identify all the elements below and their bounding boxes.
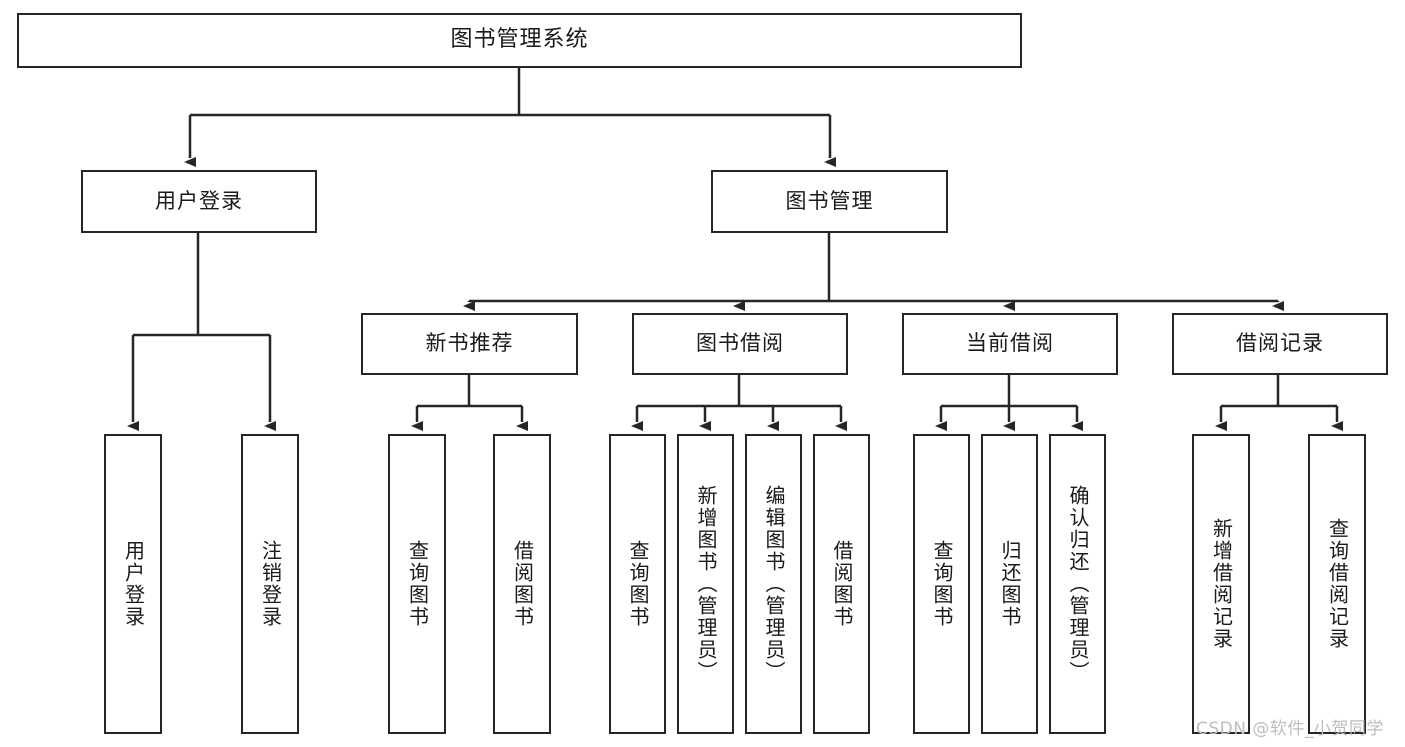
- leaf-logout-login-label: 注销登录: [258, 540, 283, 628]
- leaf-borrow-book-1-label: 借阅图书: [510, 540, 535, 628]
- leaf-confirm-return-label: 确认归还（管理员）: [1066, 485, 1090, 683]
- leaf-return-book-label: 归还图书: [998, 540, 1022, 628]
- leaf-query-book-1-label: 查询图书: [405, 540, 430, 628]
- leaf-query-book-3-label: 查询图书: [930, 540, 954, 628]
- node-book-borrow-label: 图书借阅: [696, 331, 784, 356]
- leaf-add-book[interactable]: 新增图书（管理员）: [677, 434, 734, 734]
- leaf-logout-login[interactable]: 注销登录: [241, 434, 299, 734]
- leaf-confirm-return[interactable]: 确认归还（管理员）: [1049, 434, 1106, 734]
- node-user-login-label: 用户登录: [155, 188, 243, 213]
- node-book-borrow[interactable]: 图书借阅: [632, 313, 848, 375]
- leaf-add-record[interactable]: 新增借阅记录: [1192, 434, 1250, 734]
- node-book-manage[interactable]: 图书管理: [711, 170, 948, 233]
- node-borrow-record-label: 借阅记录: [1236, 331, 1324, 356]
- leaf-query-book-2[interactable]: 查询图书: [609, 434, 666, 734]
- leaf-query-record[interactable]: 查询借阅记录: [1308, 434, 1366, 734]
- leaf-borrow-book-1[interactable]: 借阅图书: [493, 434, 551, 734]
- node-user-login[interactable]: 用户登录: [81, 170, 317, 233]
- node-new-book-recommend-label: 新书推荐: [425, 331, 514, 356]
- leaf-add-record-label: 新增借阅记录: [1209, 518, 1234, 650]
- leaf-edit-book[interactable]: 编辑图书（管理员）: [745, 434, 802, 734]
- leaf-query-book-1[interactable]: 查询图书: [388, 434, 446, 734]
- leaf-user-login-label: 用户登录: [121, 540, 146, 628]
- node-borrow-record[interactable]: 借阅记录: [1172, 313, 1388, 375]
- leaf-query-book-2-label: 查询图书: [626, 540, 650, 628]
- leaf-borrow-book-2-label: 借阅图书: [830, 540, 854, 628]
- node-book-manage-label: 图书管理: [785, 188, 874, 213]
- node-new-book-recommend[interactable]: 新书推荐: [361, 313, 578, 375]
- leaf-borrow-book-2[interactable]: 借阅图书: [813, 434, 870, 734]
- node-root[interactable]: 图书管理系统: [17, 13, 1022, 68]
- node-current-borrow-label: 当前借阅: [966, 331, 1054, 356]
- leaf-add-book-label: 新增图书（管理员）: [694, 485, 718, 683]
- node-root-label: 图书管理系统: [450, 27, 589, 53]
- leaf-query-book-3[interactable]: 查询图书: [913, 434, 970, 734]
- leaf-edit-book-label: 编辑图书（管理员）: [762, 485, 786, 683]
- csdn-watermark: CSDN @软件_小贺同学: [1196, 719, 1384, 739]
- leaf-user-login[interactable]: 用户登录: [104, 434, 162, 734]
- leaf-query-record-label: 查询借阅记录: [1325, 518, 1350, 650]
- leaf-return-book[interactable]: 归还图书: [981, 434, 1038, 734]
- node-current-borrow[interactable]: 当前借阅: [902, 313, 1118, 375]
